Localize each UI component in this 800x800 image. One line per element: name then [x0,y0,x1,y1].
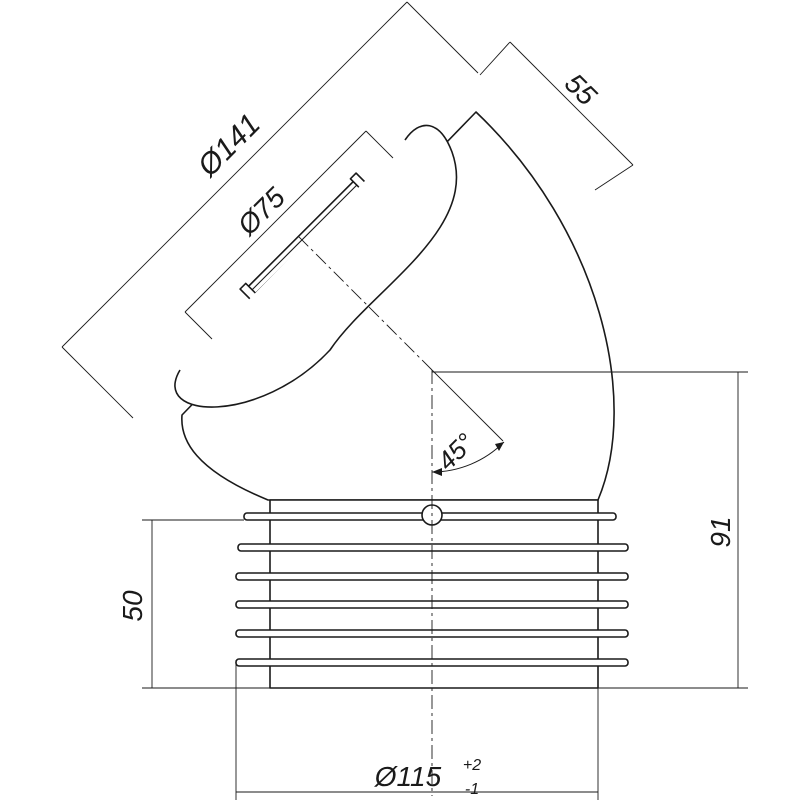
base-diameter-label: Ø115 [374,761,442,792]
rib-2 [237,543,629,552]
tolerance-upper-label: +2 [463,757,481,774]
dim-ribbed-length [142,519,270,689]
ribbed-socket [235,499,629,689]
inner-bowl [174,124,458,408]
total-height-label: 91 [705,516,736,547]
inner-diameter-label: Ø75 [231,181,291,241]
tolerance-lower-label: -1 [465,781,479,798]
dim-socket-depth [479,41,634,191]
socket-depth-label: 55 [559,67,603,111]
elbow-body [181,111,615,501]
dim-total-height [432,371,748,689]
dim-outer-diameter [61,1,479,419]
ribbed-length-label: 50 [117,590,148,622]
dim-inner-diameter [184,130,394,340]
angle-arrow-left [432,468,442,476]
angle-reference-line [431,369,504,442]
angle-arrow-right [495,442,504,451]
socket-body [269,499,599,689]
dim-base-diameter [235,660,599,800]
outer-diameter-label: Ø141 [191,108,267,184]
angled-centerline [295,233,433,371]
